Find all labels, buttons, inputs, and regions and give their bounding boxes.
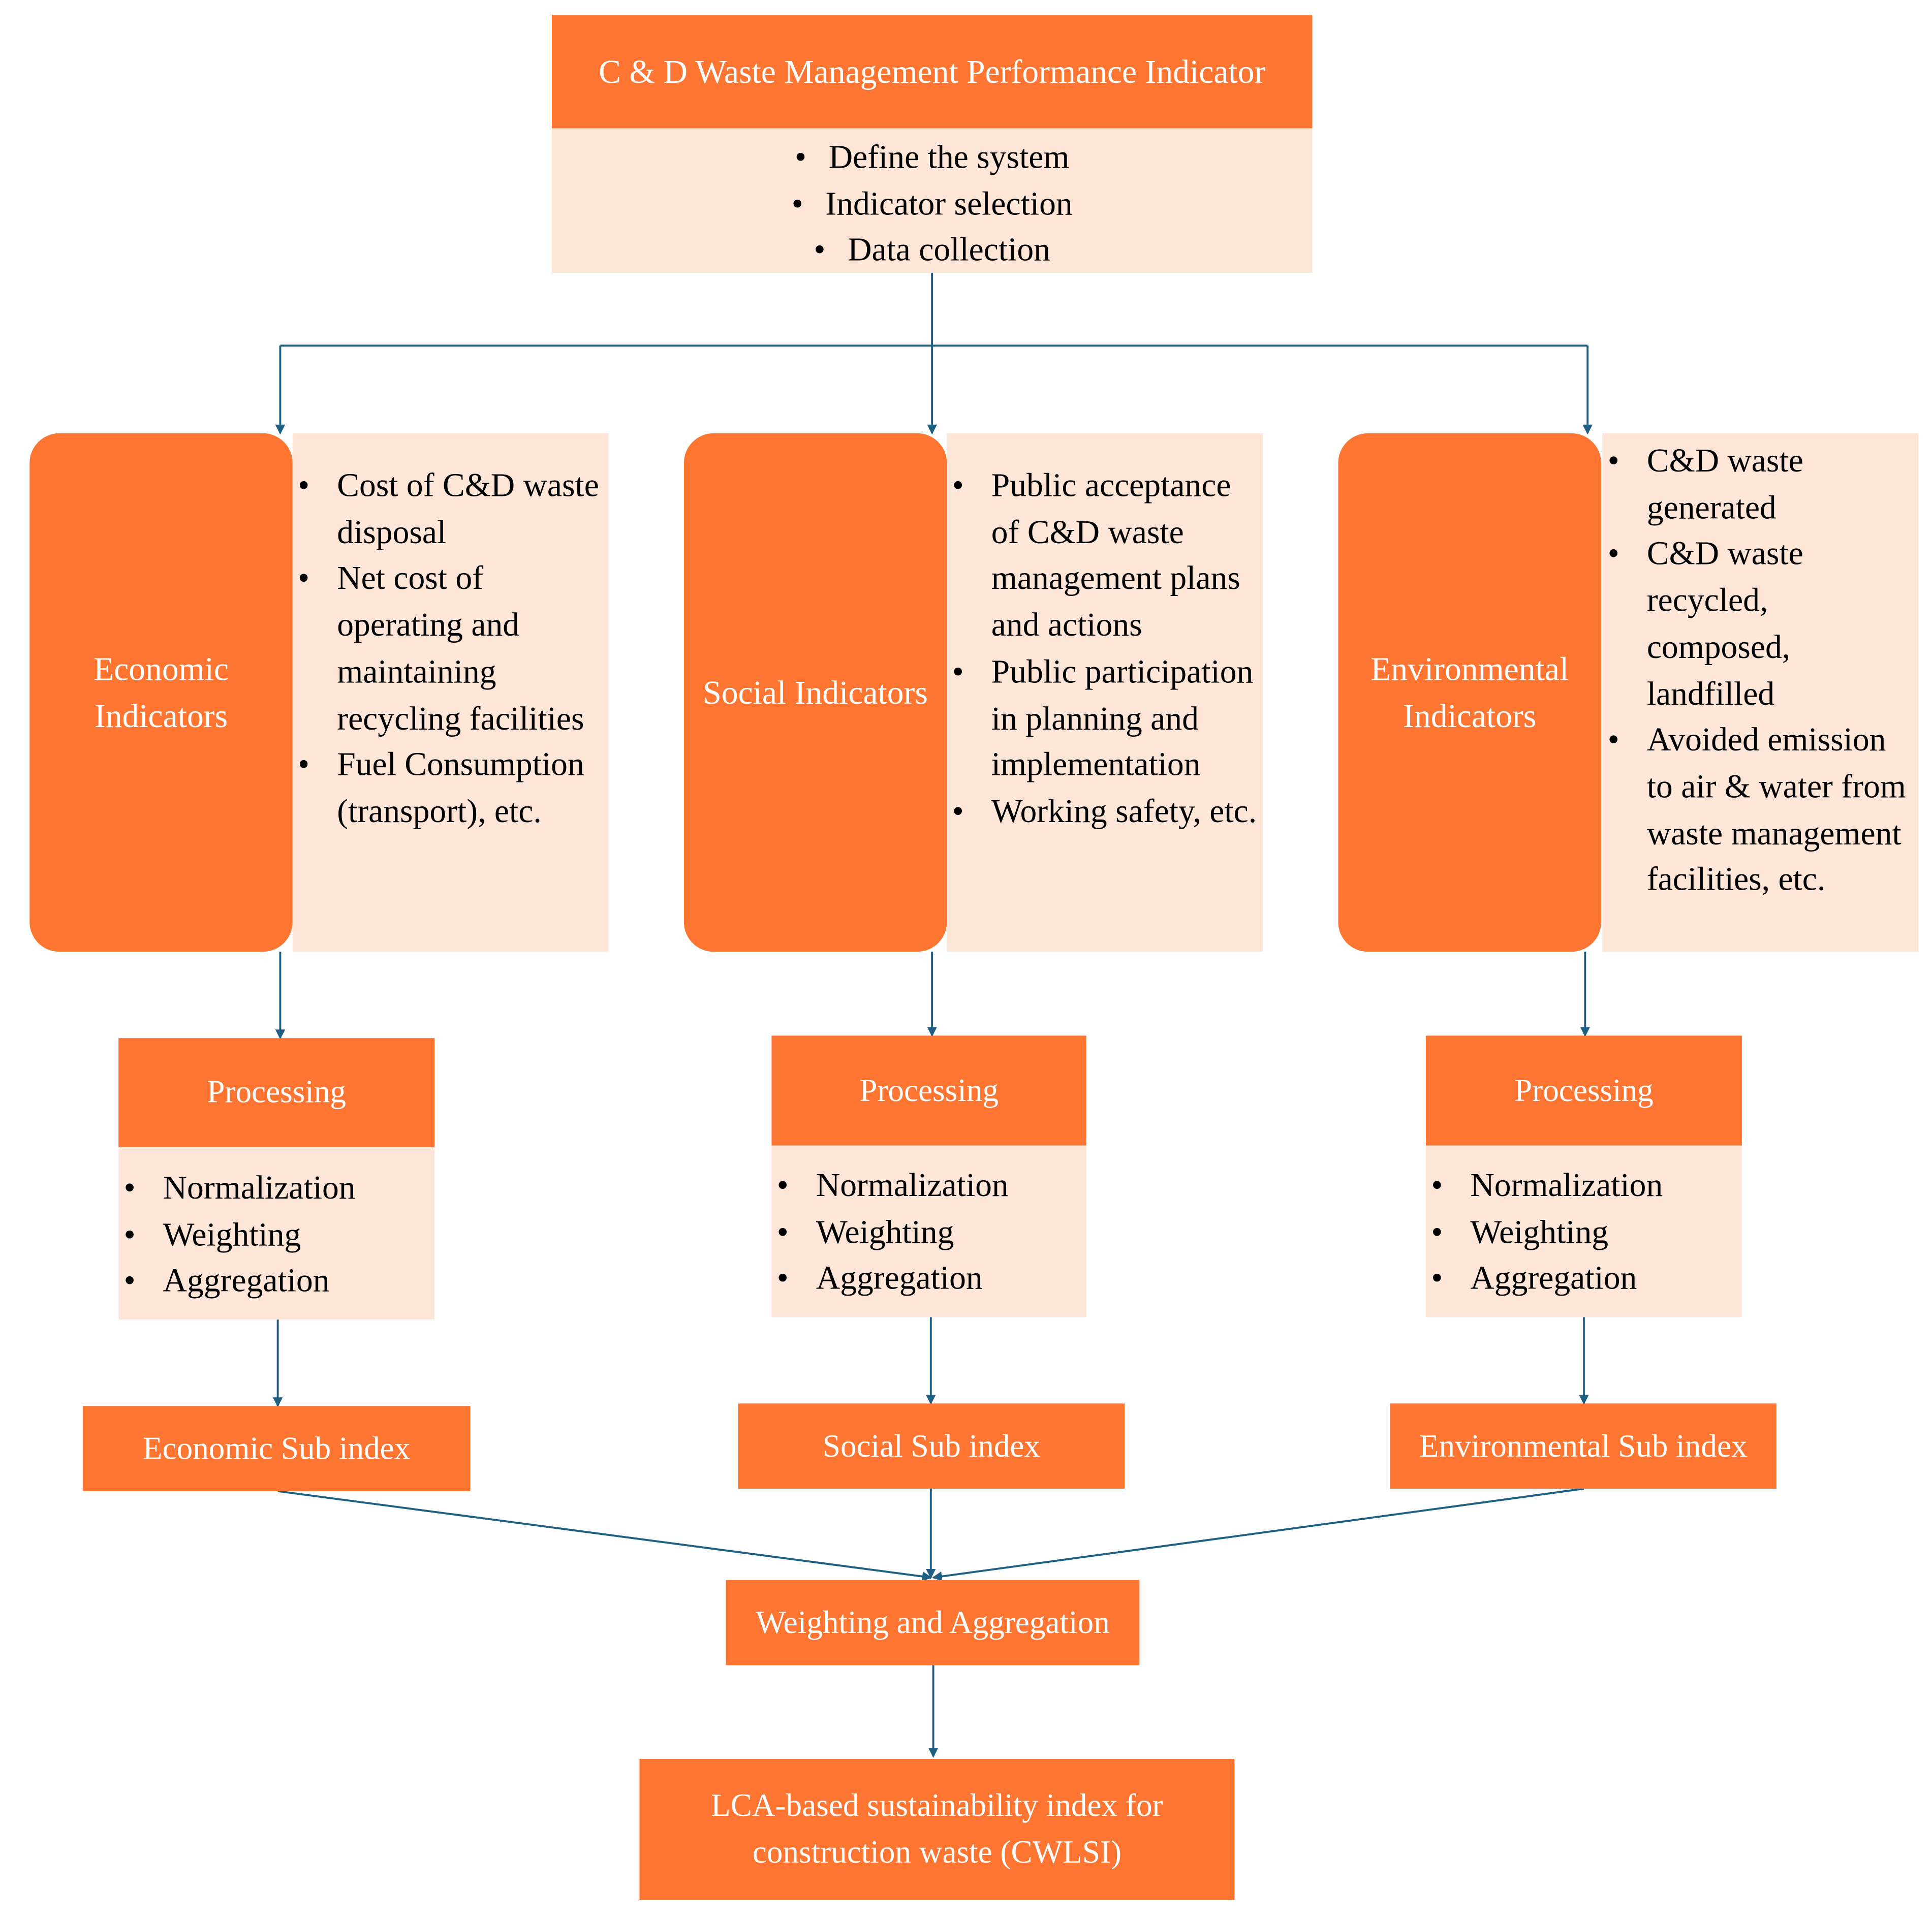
- indicator-bullet: Fuel Consumption (transport), etc.: [293, 742, 604, 835]
- environmental-indicators-list: C&D waste generated C&D waste recycled, …: [1602, 433, 1919, 952]
- step-item: Define the system: [552, 135, 1313, 181]
- processing-step: Aggregation: [1426, 1256, 1742, 1303]
- economic-processing-header: Processing: [118, 1038, 435, 1147]
- processing-step: Aggregation: [771, 1256, 1086, 1303]
- indicator-bullet: Working safety, etc.: [947, 789, 1263, 835]
- indicator-bullet: Net cost of operating and maintaining re…: [293, 556, 604, 742]
- social-processing-steps: Normalization Weighting Aggregation: [771, 1145, 1086, 1317]
- indicator-bullet: Public acceptance of C&D waste managemen…: [947, 463, 1263, 649]
- processing-step: Normalization: [118, 1165, 434, 1212]
- indicator-bullet: C&D waste recycled, composed, landfilled: [1602, 531, 1918, 717]
- arrow-environmental-subindex-to-aggregation: [932, 1488, 1584, 1582]
- environmental-indicators-label: Environmental Indicators: [1370, 650, 1569, 735]
- processing-step: Aggregation: [118, 1259, 434, 1305]
- processing-label: Processing: [859, 1072, 999, 1108]
- arrow-economic-subindex-to-aggregation: [277, 1490, 932, 1582]
- economic-indicators-label: Economic Indicators: [94, 650, 229, 735]
- social-indicators-box: Social Indicators: [683, 433, 947, 952]
- environmental-indicators-box: Environmental Indicators: [1338, 433, 1601, 952]
- step-item: Data collection: [552, 228, 1313, 274]
- indicator-bullet: Avoided emission to air & water from was…: [1602, 717, 1918, 903]
- processing-step: Normalization: [1426, 1163, 1742, 1210]
- social-indicators-list: Public acceptance of C&D waste managemen…: [947, 433, 1263, 952]
- indicator-bullet: C&D waste generated: [1602, 438, 1918, 531]
- economic-subindex-box: Economic Sub index: [82, 1406, 471, 1491]
- performance-indicator-title-text: C & D Waste Management Performance Indic…: [599, 53, 1266, 90]
- weighting-aggregation-box: Weighting and Aggregation: [726, 1580, 1140, 1665]
- indicator-bullet: Cost of C&D waste disposal: [293, 463, 604, 556]
- processing-label: Processing: [207, 1074, 347, 1110]
- performance-indicator-steps: Define the system Indicator selection Da…: [551, 128, 1313, 274]
- step-item: Indicator selection: [552, 181, 1313, 228]
- social-indicators-label: Social Indicators: [703, 674, 928, 711]
- weighting-aggregation-label: Weighting and Aggregation: [756, 1604, 1110, 1640]
- environmental-processing-steps: Normalization Weighting Aggregation: [1425, 1145, 1742, 1317]
- economic-subindex-label: Economic Sub index: [143, 1430, 411, 1466]
- processing-step: Weighting: [771, 1209, 1086, 1256]
- cwlsi-result-label: LCA-based sustainability index for const…: [711, 1787, 1163, 1870]
- environmental-subindex-box: Environmental Sub index: [1390, 1403, 1777, 1489]
- performance-indicator-title: C & D Waste Management Performance Indic…: [551, 15, 1313, 129]
- indicator-bullet: Public participation in planning and imp…: [947, 649, 1263, 789]
- environmental-subindex-label: Environmental Sub index: [1419, 1427, 1748, 1464]
- environmental-processing-header: Processing: [1425, 1035, 1742, 1146]
- cwlsi-result-box: LCA-based sustainability index for const…: [639, 1759, 1235, 1900]
- social-subindex-box: Social Sub index: [738, 1403, 1125, 1489]
- processing-step: Normalization: [771, 1163, 1086, 1210]
- economic-processing-steps: Normalization Weighting Aggregation: [118, 1147, 435, 1320]
- economic-indicators-list: Cost of C&D waste disposal Net cost of o…: [292, 433, 609, 952]
- processing-step: Weighting: [1426, 1209, 1742, 1256]
- processing-step: Weighting: [118, 1212, 434, 1259]
- social-subindex-label: Social Sub index: [822, 1427, 1041, 1464]
- economic-indicators-box: Economic Indicators: [29, 433, 293, 952]
- processing-label: Processing: [1514, 1072, 1654, 1108]
- social-processing-header: Processing: [771, 1035, 1086, 1146]
